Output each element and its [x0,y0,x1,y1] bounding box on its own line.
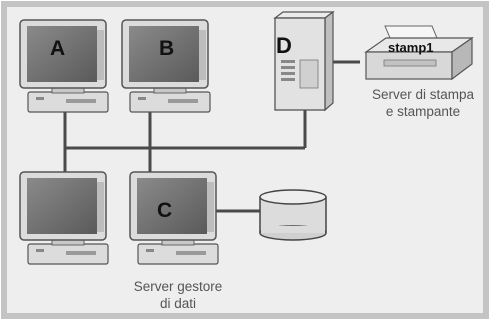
computer-client-left [19,171,109,265]
server-d-label: D [276,33,292,58]
data-server-caption-line2: di dati [159,296,197,311]
computer-a [19,19,109,113]
computer-c-label: C [157,199,173,222]
printer-label: stamp1 [388,40,434,55]
print-server-caption: Server di stampa e stampante [362,86,484,120]
computer-a-label: A [50,37,66,60]
print-server-caption-line2: e stampante [385,104,461,119]
data-server-caption: Server gestore di dati [118,278,238,312]
print-server-caption-line1: Server di stampa [371,87,475,102]
database-cylinder [259,189,327,241]
printer [364,25,474,81]
computer-b [121,19,211,113]
network-cables [63,60,360,213]
computer-b-label: B [159,37,175,60]
data-server-caption-line1: Server gestore [133,279,223,294]
server-d [273,10,335,112]
computer-c [129,171,219,265]
